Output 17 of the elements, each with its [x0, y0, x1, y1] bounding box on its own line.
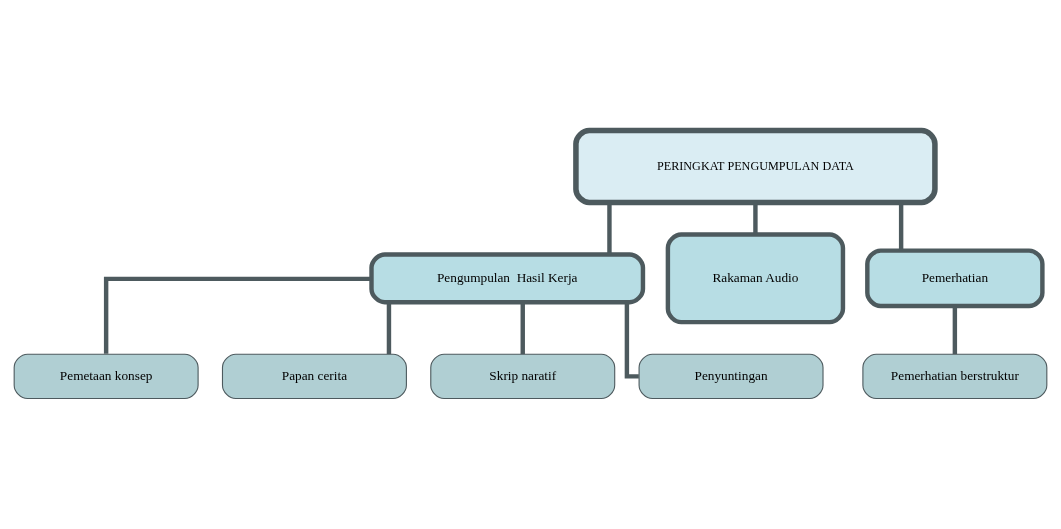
node-box: Pemetaan konsep [13, 353, 199, 400]
node-box: Penyuntingan [638, 353, 824, 400]
node-box: Pemerhatian berstruktur [862, 353, 1048, 400]
node-box: Pengumpulan Hasil Kerja [369, 252, 646, 305]
connector [386, 302, 392, 355]
connector [103, 276, 372, 354]
connector [753, 202, 758, 235]
connector [952, 306, 958, 355]
node-box: Rakaman Audio [665, 232, 846, 325]
connector [607, 202, 612, 255]
node-box: PERINGKAT PENGUMPULAN DATA [573, 127, 938, 206]
node-box: Papan cerita [221, 353, 407, 400]
connector [624, 302, 639, 379]
node-box: Skrip naratif [430, 353, 616, 400]
node-box: Pemerhatian [865, 248, 1045, 309]
connector [520, 302, 525, 355]
connector [898, 202, 904, 251]
